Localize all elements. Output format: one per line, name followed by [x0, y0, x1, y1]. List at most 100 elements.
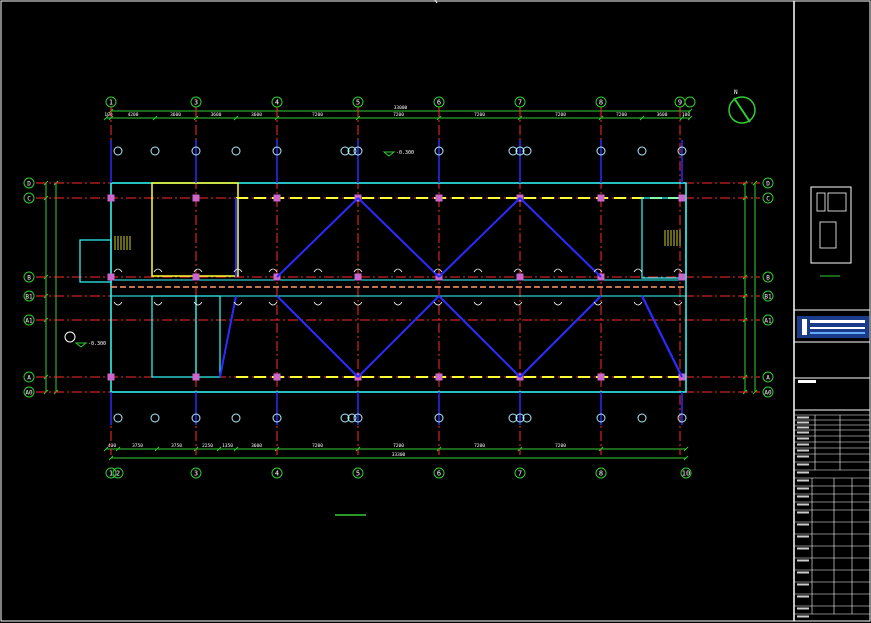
- grid-bubble-row: [762, 177, 774, 189]
- dim-tick: [108, 115, 114, 121]
- titleblock-text-stroke: [797, 431, 809, 434]
- titleblock-text-stroke: [797, 463, 809, 466]
- structural-column: [192, 273, 200, 281]
- sprinkler-head-icon: [637, 413, 647, 423]
- dim-text: 4200: [128, 112, 139, 118]
- valve-symbol-icon: [473, 268, 483, 306]
- sprinkler-head-icon: [522, 413, 532, 423]
- structural-column: [597, 194, 605, 202]
- grid-bubble-bottom: [680, 467, 692, 479]
- building-walls: [79, 182, 687, 393]
- dim-text: 7200: [555, 112, 566, 118]
- structural-column: [516, 273, 524, 281]
- dim-tick: [752, 180, 758, 186]
- titleblock-text-stroke: [797, 503, 809, 506]
- titleblock-text-stroke: [797, 479, 809, 482]
- titleblock-text-stroke: [797, 571, 809, 574]
- titleblock-text-stroke: [797, 449, 809, 452]
- grid-label-row: A: [27, 375, 31, 382]
- grid-bubble-bottom: [190, 467, 202, 479]
- titleblock-text-stroke: [797, 615, 809, 618]
- pipe-segment: [357, 197, 440, 278]
- valve-symbol-icon: [113, 268, 123, 306]
- structural-column: [678, 273, 686, 281]
- sprinkler-head-icon: [434, 413, 444, 423]
- grid-label-row: D: [766, 181, 770, 188]
- service-room: [151, 295, 197, 378]
- titleblock-text-stroke: [797, 607, 809, 610]
- grid-bubble-top: [352, 96, 364, 108]
- sprinkler-head-icon: [272, 146, 282, 156]
- sprinkler-head-icon: [340, 413, 350, 423]
- grid-label-top: 5: [356, 99, 360, 107]
- valve-symbol-icon: [233, 268, 243, 306]
- grid-label-top: 3: [194, 99, 198, 107]
- titleblock-text-stroke: [797, 523, 809, 526]
- pipe-segment: [519, 197, 602, 278]
- dim-tick: [216, 446, 222, 452]
- dim-text: 100: [682, 112, 690, 118]
- valve-symbol-icon: [313, 268, 323, 306]
- dim-text: 100: [104, 112, 112, 118]
- grid-bubble-bottom: [112, 467, 124, 479]
- grid-label-row: B1: [25, 294, 33, 301]
- grid-label-top: 8: [599, 99, 603, 107]
- pipe-segment: [276, 295, 359, 378]
- dim-tick: [752, 389, 758, 395]
- sprinkler-head-icon: [508, 146, 518, 156]
- elevation-text: -0.300: [396, 150, 414, 156]
- grid-label-bottom: 6: [437, 470, 441, 478]
- grid-bubble-top: [271, 96, 283, 108]
- structural-column: [597, 373, 605, 381]
- structural-column: [435, 194, 443, 202]
- grid-bubble-top: [684, 96, 696, 108]
- grid-label-row: A1: [25, 318, 33, 325]
- grid-label-bottom: 8: [599, 470, 603, 478]
- grid-bubble-row: [762, 271, 774, 283]
- grid-label-row: A0: [25, 390, 33, 397]
- dim-tick: [152, 115, 158, 121]
- dim-text: 7200: [555, 443, 566, 449]
- valve-symbol-icon: [268, 268, 278, 306]
- dim-text: 3600: [251, 112, 262, 118]
- structural-column: [192, 194, 200, 202]
- sprinkler-head-icon: [347, 146, 357, 156]
- sprinkler-head-icon: [347, 413, 357, 423]
- sprinkler-head-icon: [272, 413, 282, 423]
- grid-label-bottom: 10: [682, 470, 690, 478]
- pipe-segment: [519, 295, 602, 378]
- titleblock-text-stroke: [797, 583, 809, 586]
- sprinkler-head-icon: [596, 413, 606, 423]
- structural-column: [354, 273, 362, 281]
- sprinkler-head-icon: [434, 146, 444, 156]
- dim-text: 7200: [312, 443, 323, 449]
- sprinkler-head-icon: [353, 146, 363, 156]
- grid-label-row: B1: [764, 294, 772, 301]
- sprinkler-head-icon: [150, 413, 160, 423]
- sprinkler-head-icon: [677, 146, 687, 156]
- dim-text: 400: [108, 443, 116, 449]
- titleblock-text-stroke: [797, 595, 809, 598]
- structural-column: [273, 373, 281, 381]
- svg-text:N: N: [734, 89, 738, 96]
- grid-bubble-bottom: [105, 467, 117, 479]
- valve-symbol-icon: [153, 268, 163, 306]
- grid-label-row: C: [27, 196, 31, 203]
- pipe-segment: [276, 197, 359, 278]
- valve-symbol-icon: [433, 268, 443, 306]
- grid-label-row: A1: [764, 318, 772, 325]
- titleblock-text-stroke: [797, 443, 809, 446]
- titleblock-text-stroke: [797, 487, 809, 490]
- structural-column: [678, 194, 686, 202]
- titleblock-text-stroke: [797, 416, 809, 419]
- dim-tick: [683, 446, 689, 452]
- dim-text: 33000: [394, 105, 408, 111]
- dim-text: 7200: [474, 112, 485, 118]
- grid-label-row: A: [766, 375, 770, 382]
- titleblock-text-stroke: [797, 559, 809, 562]
- pipe-segment: [219, 295, 237, 378]
- grid-axes: [36, 107, 760, 455]
- grid-bubble-row: [762, 314, 774, 326]
- grid-bubble-top: [190, 96, 202, 108]
